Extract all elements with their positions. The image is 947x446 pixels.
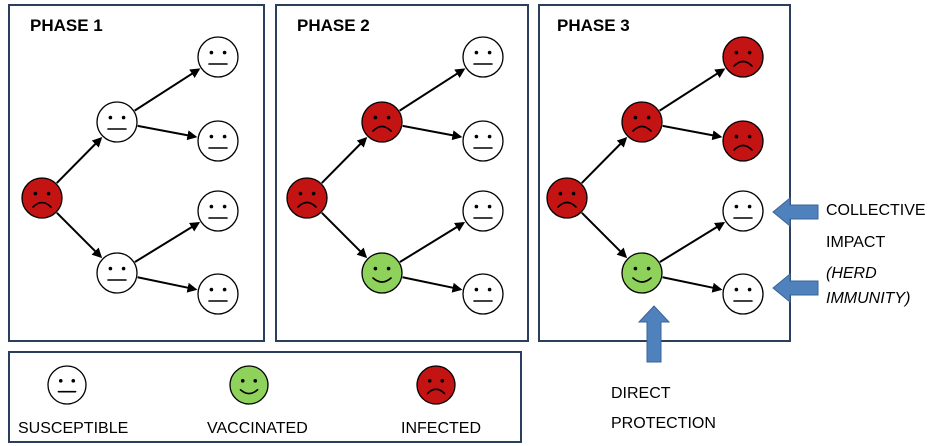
collective-impact-label-1: COLLECTIVE	[826, 202, 926, 219]
phase-1-leaf-2-susceptible-face-icon	[197, 120, 239, 162]
phase-2-panel	[275, 4, 529, 342]
phase-3-title: PHASE 3	[557, 16, 630, 35]
phase-3-middle-upper-infected-face-icon	[621, 101, 663, 143]
phase-3-middle-lower-vaccinated-face-icon	[621, 252, 663, 294]
direct-protection-label-2: PROTECTION	[611, 415, 716, 432]
legend-icons	[47, 365, 456, 405]
phase-1-root-infected-face-icon	[21, 177, 63, 219]
phase-1-middle-upper-susceptible-face-icon	[96, 101, 138, 143]
phase-2-leaf-1-susceptible-face-icon	[462, 36, 504, 78]
collective-impact-label-2: IMPACT	[826, 234, 885, 251]
phase-2-middle-lower-vaccinated-face-icon	[361, 252, 403, 294]
direct-protection-arrow	[637, 305, 671, 363]
phase-1-middle-lower-susceptible-face-icon	[96, 252, 138, 294]
direct-protection-label-1: DIRECT	[611, 385, 671, 402]
phase-3-edge-1	[581, 136, 628, 184]
phase-3-leaf-2-infected-face-icon	[722, 120, 764, 162]
transmission-edges	[56, 68, 726, 293]
phase-1-title: PHASE 1	[30, 16, 103, 35]
legend-vaccinated-face-icon	[229, 365, 269, 405]
herd-immunity-label-1: (HERD	[826, 265, 877, 282]
phase-3-edge-4	[662, 124, 723, 141]
phase-2-edge-5	[399, 221, 466, 263]
phase-1-panel	[8, 4, 265, 342]
phase-1-leaf-4-susceptible-face-icon	[197, 273, 239, 315]
legend-susceptible-label: SUSCEPTIBLE	[18, 420, 128, 437]
population-nodes	[21, 36, 764, 315]
phase-1-leaf-3-susceptible-face-icon	[197, 190, 239, 232]
legend-susceptible-face-icon	[47, 365, 87, 405]
phase-3-edge-2	[581, 212, 628, 259]
phase-2-edge-4	[402, 124, 463, 141]
phase-3-edge-3	[659, 68, 726, 112]
phase-2-leaf-2-susceptible-face-icon	[462, 120, 504, 162]
phase-3-root-infected-face-icon	[546, 177, 588, 219]
phase-3-leaf-4-susceptible-face-icon	[722, 273, 764, 315]
phase-1-edge-5	[134, 221, 201, 263]
collective-impact-arrow	[772, 196, 819, 228]
phase-1-edge-3	[134, 68, 201, 112]
phase-3-edge-5	[659, 221, 726, 263]
phase-3-leaf-1-infected-face-icon	[722, 36, 764, 78]
phase-2-title: PHASE 2	[297, 16, 370, 35]
herd-immunity-arrow	[772, 272, 819, 304]
phase-3-edge-6	[662, 276, 723, 293]
phase-2-edge-2	[321, 212, 368, 259]
herd-immunity-label-2: IMMUNITY)	[826, 290, 910, 307]
legend-infected-label: INFECTED	[401, 420, 481, 437]
legend-panel	[8, 351, 522, 443]
phase-1-edge-2	[56, 212, 103, 259]
phase-1-edge-6	[137, 276, 198, 293]
phase-1-edge-1	[56, 136, 103, 184]
phase-2-edge-6	[402, 276, 463, 293]
phase-2-middle-upper-infected-face-icon	[361, 101, 403, 143]
phase-2-edge-1	[321, 136, 368, 184]
phase-2-leaf-4-susceptible-face-icon	[462, 273, 504, 315]
legend-infected-face-icon	[416, 365, 456, 405]
phase-3-leaf-3-susceptible-face-icon	[722, 190, 764, 232]
phase-2-edge-3	[399, 68, 466, 112]
phase-3-panel	[538, 4, 791, 342]
phase-2-leaf-3-susceptible-face-icon	[462, 190, 504, 232]
phase-1-leaf-1-susceptible-face-icon	[197, 36, 239, 78]
phase-2-root-infected-face-icon	[286, 177, 328, 219]
legend-vaccinated-label: VACCINATED	[207, 420, 308, 437]
phase-1-edge-4	[137, 124, 198, 141]
